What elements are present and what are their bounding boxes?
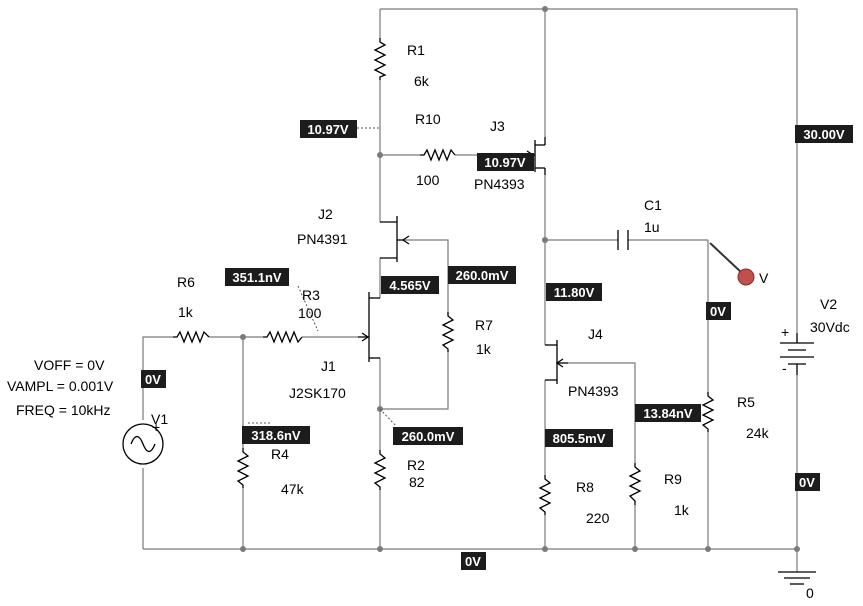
resistor-r9[interactable]: [628, 463, 642, 505]
voltage-marker-supply: 30.00V: [795, 125, 853, 143]
r4-value: 47k: [281, 481, 305, 497]
r8-name: R8: [576, 479, 594, 495]
c1-value: 1u: [644, 219, 660, 235]
r10-name: R10: [415, 111, 441, 127]
voltage-marker-j4-drain: 11.80V: [546, 283, 602, 301]
svg-text:+: +: [152, 419, 160, 435]
r4-name: R4: [271, 446, 289, 462]
r1-name: R1: [407, 42, 425, 58]
v2-plus-sign: +: [781, 324, 789, 340]
v1-name: V1: [151, 411, 168, 427]
svg-text:0V: 0V: [799, 475, 815, 490]
svg-text:11.80V: 11.80V: [554, 285, 595, 300]
resistor-r2[interactable]: [373, 450, 387, 490]
j3-name: J3: [490, 118, 505, 134]
voltage-marker-j2-source: 4.565V: [381, 276, 439, 294]
jfet-j4[interactable]: [545, 340, 568, 384]
capacitor-c1[interactable]: [617, 230, 629, 250]
j2-name: J2: [318, 206, 333, 222]
v2-value: 30Vdc: [810, 319, 850, 335]
r8-value: 220: [586, 510, 610, 526]
r9-value: 1k: [674, 502, 690, 518]
j4-model: PN4393: [568, 383, 619, 399]
svg-text:260.0mV: 260.0mV: [402, 429, 455, 444]
wires: [142, 8, 798, 572]
battery-v2[interactable]: [780, 333, 814, 375]
v2-name: V2: [820, 296, 837, 312]
v1-freq: FREQ = 10kHz: [16, 402, 111, 418]
voltage-marker-r2: 260.0mV: [393, 427, 463, 445]
svg-text:0V: 0V: [465, 554, 481, 569]
resistor-r3[interactable]: [263, 330, 303, 344]
voltage-marker-j4-source: 805.5mV: [545, 429, 613, 447]
svg-text:0V: 0V: [710, 304, 726, 319]
svg-text:13.84nV: 13.84nV: [643, 406, 692, 421]
v2-minus-sign: -: [782, 360, 787, 376]
resistor-r7[interactable]: [441, 312, 455, 352]
resistor-r8[interactable]: [538, 475, 552, 515]
r6-value: 1k: [178, 304, 194, 320]
jfet-j2[interactable]: [380, 216, 410, 262]
r7-value: 1k: [476, 341, 492, 357]
v1-vampl: VAMPL = 0.001V: [7, 378, 114, 394]
r9-name: R9: [664, 471, 682, 487]
voltage-marker-ground: 0V: [461, 552, 486, 570]
resistor-r4[interactable]: [236, 448, 250, 488]
j2-model: PN4391: [297, 231, 348, 247]
svg-text:351.1nV: 351.1nV: [232, 270, 281, 285]
j1-model: J2SK170: [289, 385, 346, 401]
svg-text:805.5mV: 805.5mV: [553, 431, 606, 446]
resistor-r1[interactable]: [373, 38, 387, 80]
svg-text:0V: 0V: [145, 372, 161, 387]
r5-value: 24k: [746, 425, 770, 441]
r7-name: R7: [475, 317, 493, 333]
svg-text:10.97V: 10.97V: [484, 155, 526, 170]
r1-value: 6k: [414, 73, 430, 89]
voltage-marker-r4: 318.6nV: [242, 426, 310, 444]
v1-voff: VOFF = 0V: [34, 357, 105, 373]
r6-name: R6: [177, 274, 195, 290]
jfet-j1[interactable]: [358, 292, 380, 362]
voltage-marker-j3-gate: 10.97V: [477, 153, 534, 171]
r2-value: 82: [409, 474, 425, 490]
voltage-marker-v1: 0V: [141, 370, 166, 388]
marker-leaders: [248, 127, 397, 427]
voltage-marker-r1: 10.97V: [300, 120, 357, 138]
ground-icon: [778, 571, 816, 585]
probe-label: V: [759, 270, 769, 286]
resistor-r10[interactable]: [420, 148, 456, 162]
voltage-marker-r9: 13.84nV: [635, 404, 701, 422]
svg-text:10.97V: 10.97V: [307, 122, 349, 137]
svg-text:260.0mV: 260.0mV: [456, 268, 509, 283]
resistor-r6[interactable]: [173, 330, 210, 344]
svg-text:30.00V: 30.00V: [803, 127, 845, 142]
voltage-marker-v2: 0V: [795, 473, 820, 491]
resistor-r5[interactable]: [701, 392, 715, 432]
junctions: [240, 6, 800, 552]
j4-name: J4: [588, 326, 603, 342]
r2-name: R2: [407, 457, 425, 473]
voltage-marker-r5: 0V: [706, 302, 731, 320]
voltage-marker-r3: 351.1nV: [225, 268, 289, 286]
svg-text:318.6nV: 318.6nV: [251, 428, 300, 443]
r3-name: R3: [302, 287, 320, 303]
ground-label: 0: [806, 585, 814, 601]
c1-name: C1: [644, 197, 662, 213]
voltage-marker-r7: 260.0mV: [448, 266, 516, 284]
r10-value: 100: [416, 172, 440, 188]
r5-name: R5: [737, 394, 755, 410]
voltage-probe-icon[interactable]: [709, 242, 755, 286]
j1-name: J1: [321, 358, 336, 374]
source-v1[interactable]: +: [122, 419, 164, 465]
r3-value: 100: [298, 305, 322, 321]
j3-model: PN4393: [474, 176, 525, 192]
svg-text:4.565V: 4.565V: [389, 278, 431, 293]
